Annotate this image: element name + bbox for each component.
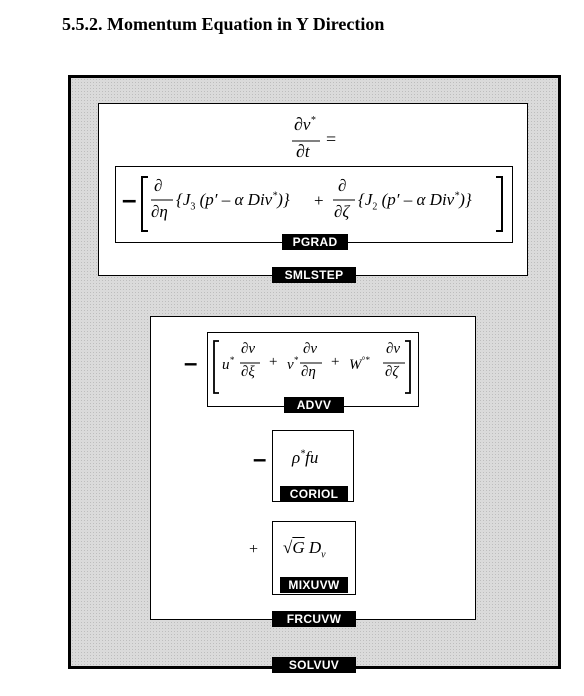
smlstep-label: SMLSTEP xyxy=(272,267,356,283)
advv-u: u* xyxy=(222,355,234,373)
advv-label: ADVV xyxy=(284,397,344,413)
advv-minus: – xyxy=(184,350,198,377)
mixuvw-expr: √G Dv xyxy=(283,538,326,561)
solvuv-label: SOLVUV xyxy=(272,657,356,673)
mixuvw-plus: + xyxy=(249,541,259,558)
advv-right-bracket xyxy=(405,340,411,394)
advv-dxi: ∂ξ xyxy=(241,364,255,380)
pgrad-left-bracket xyxy=(141,176,148,232)
coriol-minus: – xyxy=(253,446,267,473)
pgrad-frac1-bar xyxy=(151,199,173,201)
pgrad-deta: ∂η xyxy=(151,202,168,221)
lhs-numerator: ∂v* xyxy=(294,114,316,134)
advv-dv1: ∂v xyxy=(241,341,256,357)
advv-w: W°* xyxy=(349,355,370,373)
lhs-denominator: ∂t xyxy=(296,141,310,161)
advv-deta: ∂η xyxy=(301,364,316,380)
pgrad-frac2-bar xyxy=(333,199,355,201)
advv-dv3: ∂v xyxy=(386,341,401,357)
pgrad-dzeta: ∂ζ xyxy=(334,202,350,221)
mixuvw-label: MIXUVW xyxy=(280,577,348,593)
pgrad-plus: + xyxy=(314,191,324,210)
frcuvw-label: FRCUVW xyxy=(272,611,356,627)
coriol-expr: ρ*fu xyxy=(292,448,319,467)
advv-box xyxy=(207,332,419,407)
advv-frac2-bar xyxy=(300,362,322,364)
equals-sign: = xyxy=(326,129,337,149)
pgrad-minus: – xyxy=(122,184,137,214)
pgrad-label: PGRAD xyxy=(282,234,348,250)
advv-plus1: + xyxy=(269,354,278,370)
coriol-label: CORIOL xyxy=(280,486,348,502)
pgrad-term1: {J3 (p′ – α Div*)} xyxy=(176,190,290,213)
advv-frac3-bar xyxy=(383,362,405,364)
advv-dzeta: ∂ζ xyxy=(385,364,399,380)
advv-left-bracket xyxy=(213,340,219,394)
lhs-fraction-bar xyxy=(292,140,320,142)
advv-v: v* xyxy=(287,355,299,373)
pgrad-d2: ∂ xyxy=(338,176,347,195)
pgrad-term2: {J2 (p′ – α Div*)} xyxy=(358,190,472,213)
pgrad-d1: ∂ xyxy=(154,176,163,195)
advv-dv2: ∂v xyxy=(303,341,318,357)
pgrad-right-bracket xyxy=(496,176,503,232)
advv-frac1-bar xyxy=(240,362,260,364)
advv-plus2: + xyxy=(331,354,340,370)
section-heading: 5.5.2. Momentum Equation in Y Direction xyxy=(62,14,385,34)
